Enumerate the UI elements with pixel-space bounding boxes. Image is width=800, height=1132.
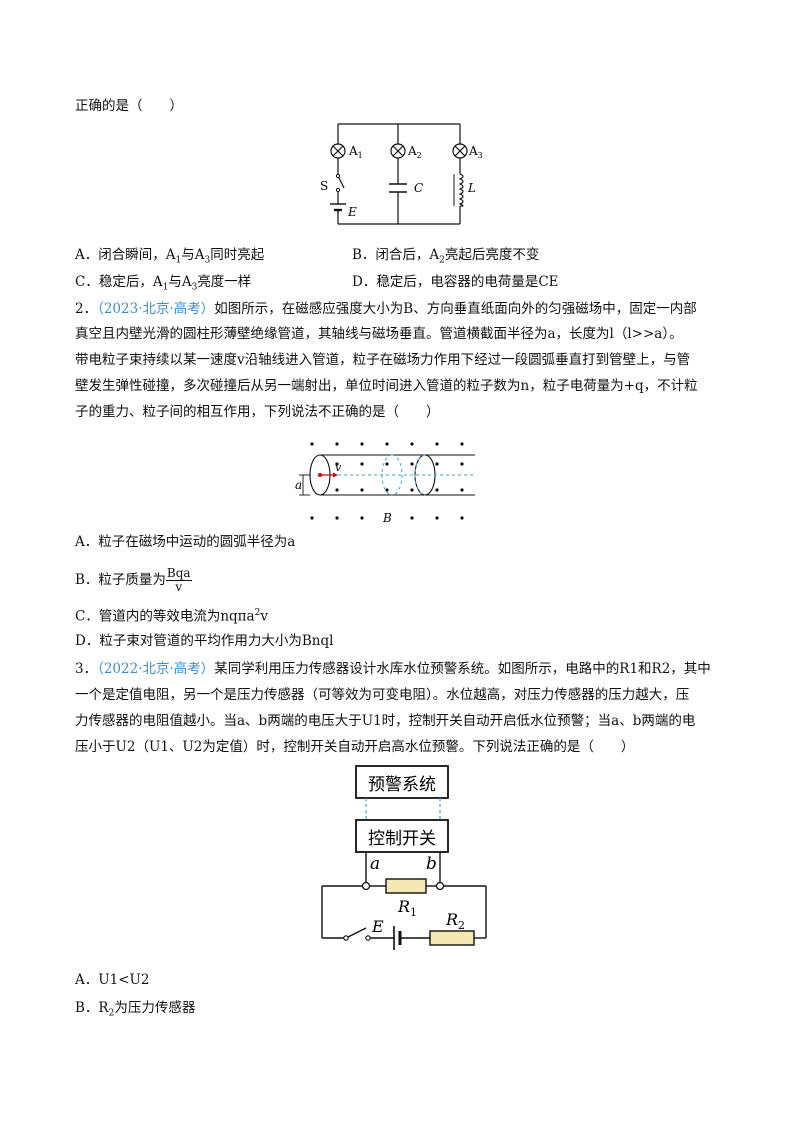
warning-system-box [355,765,449,799]
warning-system-label: 预警系统 [368,775,436,795]
switch-contact-icon [335,187,341,193]
q2-stem-line-4: 壁发生弹性碰撞，多次碰撞后从另一端射出，单位时间进入管道的粒子数为n，粒子电荷量… [75,378,698,394]
q3-source-tag: （2022·北京·高考） [97,661,215,677]
control-switch-box [355,819,449,853]
radius-label: a [295,478,302,492]
switch-contact-icon [343,935,349,941]
resistor-r2-icon [429,930,475,946]
q2-source-tag: （2023·北京·高考） [97,301,215,317]
lamp-a3-icon [452,143,468,159]
battery-icon [393,926,402,950]
particle-icon [318,473,322,477]
q2-pipe-magnetic-field-diagram: a v B [295,442,475,525]
terminal-a-icon [361,881,371,891]
q3-warning-circuit-diagram: 预警系统 控制开关 [321,765,487,950]
terminal-a-label: a [370,854,380,874]
lamp-a2-label: A2 [407,144,422,160]
capacitor-icon [389,183,407,193]
switch-label: S [320,179,328,193]
q1-circuit-diagram: A1 A2 A3 S E C L [320,123,483,225]
switch-contact-icon [365,935,371,941]
lamp-a1-label: A1 [348,144,363,160]
q3-option-b: B．R2为压力传感器 [75,1000,196,1019]
switch-contact-icon [335,173,341,179]
q1-option-c: C．稳定后，A1与A3亮度一样 [75,274,252,293]
q2-stem-line-1: 2．（2023·北京·高考）如图所示，在磁感应强度大小为B、方向垂直纸面向外的匀… [75,301,697,317]
field-label: B [382,511,392,525]
q2-stem-line-5: 子的重力、粒子间的相互作用，下列说法不正确的是（ ） [75,404,440,420]
resistor-r1-icon [385,878,427,894]
q2-option-c: C．管道内的等效电流为nqπa2v [75,608,268,625]
battery-icon [330,203,346,214]
q1-option-b: B．闭合后，A2亮起后亮度不变 [352,247,540,266]
resistor-r2-label: R2 [445,910,465,932]
control-switch-label: 控制开关 [368,829,436,849]
q2-option-d: D．粒子束对管道的平均作用力大小为Bnql [75,633,334,649]
q3-stem-line-4: 压小于U2（U1、U2为定值）时，控制开关自动开启高水位预警。下列说法正确的是（… [75,739,635,755]
battery-label: E [347,205,357,219]
terminal-b-label: b [426,854,437,874]
terminal-b-icon [435,881,445,891]
q1-option-a: A．闭合瞬间，A1与A3同时亮起 [75,247,265,266]
q3-stem-line-1: 3．（2022·北京·高考）某同学利用压力传感器设计水库水位预警系统。如图所示，… [75,661,711,677]
magnetic-field-dots [310,442,464,520]
q3-stem-line-2: 一个是定值电阻，另一个是压力传感器（可等效为可变电阻）。水位越高，对压力传感器的… [75,687,690,703]
velocity-label: v [335,461,342,474]
velocity-arrow-icon [333,472,338,478]
inductor-label: L [467,181,476,195]
inductor-icon [458,173,464,207]
capacitor-label: C [414,181,423,195]
q2-stem-line-2: 真空且内壁光滑的圆柱形薄壁绝缘管道，其轴线与磁场垂直。管道横截面半径为a，长度为… [75,326,683,342]
q3-stem-line-3: 力传感器的电阻值越小。当a、b两端的电压大于U1时，控制开关自动开启低水位预警；… [75,713,696,729]
battery-label: E [371,917,384,936]
lamp-a2-icon [390,143,406,159]
q1-option-d: D．稳定后，电容器的电荷量是CE [352,274,559,290]
q3-option-a: A．U1<U2 [75,972,150,988]
lamp-a1-icon [330,143,346,159]
lamp-a3-label: A3 [468,144,483,160]
resistor-r1-label: R1 [397,897,417,919]
q1-question-tail: 正确的是（ ） [75,98,183,114]
q2-stem-line-3: 带电粒子束持续以某一速度v沿轴线进入管道，粒子在磁场力作用下经过一段圆弧垂直打到… [75,352,691,368]
q2-option-a: A．粒子在磁场中运动的圆弧半径为a [75,534,296,550]
